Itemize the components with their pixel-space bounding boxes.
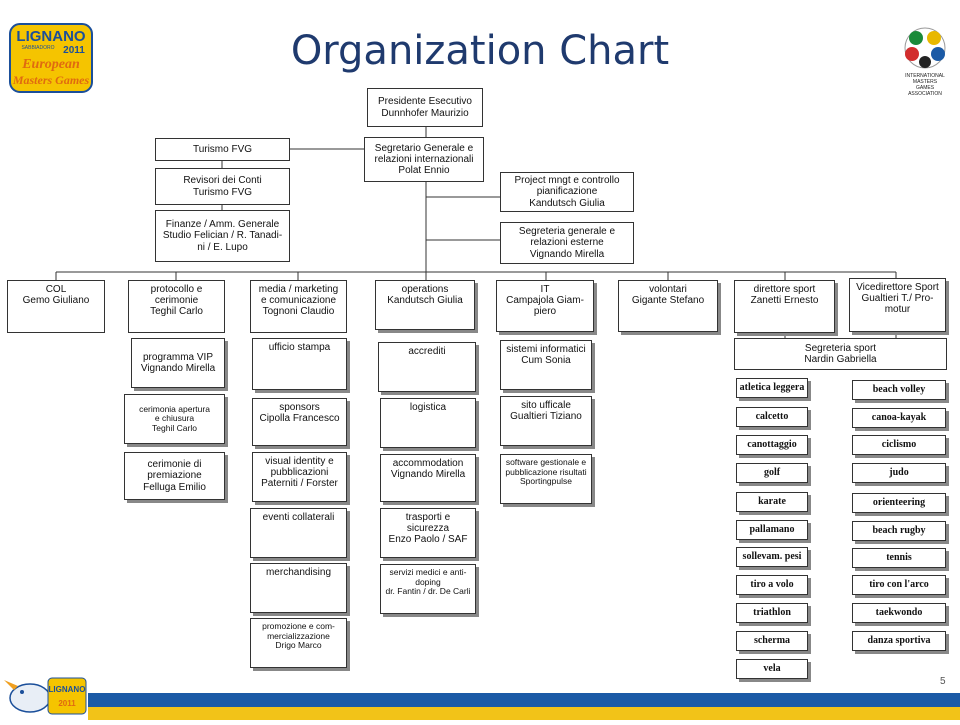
box-trasporti: trasporti e sicurezza Enzo Paolo / SAF	[380, 508, 476, 558]
box-media: media / marketing e comunicazione Tognon…	[250, 280, 347, 333]
sport-right-box-0: beach volley	[852, 380, 946, 400]
box-servizi-medici: servizi medici e anti- doping dr. Fantin…	[380, 564, 476, 614]
logo-left-line1: LIGNANO	[16, 28, 85, 45]
sport-left-box-6: sollevam. pesi	[736, 547, 808, 567]
logo-left-line2: SABBIADORO	[21, 45, 54, 51]
box-accrediti: accrediti	[378, 342, 476, 392]
imga-logo: INTERNATIONAL MASTERS GAMES ASSOCIATION	[896, 24, 954, 104]
box-cerimonie-premiazione: cerimonie di premiazione Felluga Emilio	[124, 452, 225, 500]
sport-right-box-4: orienteering	[852, 493, 946, 513]
logo-bottom-line2: 2011	[58, 699, 76, 708]
sport-left-box-3: golf	[736, 463, 808, 483]
box-revisori: Revisori dei Conti Turismo FVG	[155, 168, 290, 205]
box-logistica: logistica	[380, 398, 476, 448]
logo-bottom-line1: LIGNANO	[49, 685, 86, 694]
sport-left-box-8: triathlon	[736, 603, 808, 623]
sport-left-box-4: karate	[736, 492, 808, 512]
box-sistemi-informatici: sistemi informatici Cum Sonia	[500, 340, 592, 390]
box-col: COL Gemo Giuliano	[7, 280, 105, 333]
logo-right-line4: ASSOCIATION	[908, 91, 942, 97]
sport-left-box-7: tiro a volo	[736, 575, 808, 595]
box-turismo: Turismo FVG	[155, 138, 290, 161]
lignano-mascot-logo: LIGNANO 2011	[0, 668, 88, 720]
box-eventi-collaterali: eventi collaterali	[250, 508, 347, 558]
box-ufficio-stampa: ufficio stampa	[252, 338, 347, 390]
sport-right-box-6: tennis	[852, 548, 946, 568]
box-it: IT Campajola Giam- piero	[496, 280, 594, 332]
logo-left-line4: European	[21, 57, 80, 72]
box-promozione: promozione e com- mercializzazione Drigo…	[250, 618, 347, 668]
box-segreteria-sport: Segreteria sport Nardin Gabriella	[734, 338, 947, 370]
sport-left-box-2: canottaggio	[736, 435, 808, 455]
footer-blue-stripe	[0, 693, 960, 707]
sport-left-box-10: vela	[736, 659, 808, 679]
sport-right-box-8: taekwondo	[852, 603, 946, 623]
sport-left-box-1: calcetto	[736, 407, 808, 427]
box-finanze: Finanze / Amm. Generale Studio Felician …	[155, 210, 290, 262]
page-title: Organization Chart	[290, 28, 670, 74]
sport-right-box-3: judo	[852, 463, 946, 483]
lignano-logo: LIGNANO SABBIADORO 2011 European Masters…	[8, 22, 94, 94]
sport-right-box-1: canoa-kayak	[852, 408, 946, 428]
box-sito-ufficiale: sito ufficale Gualtieri Tiziano	[500, 396, 592, 446]
logo-left-line3: 2011	[63, 45, 85, 56]
sport-right-box-9: danza sportiva	[852, 631, 946, 651]
box-visual-identity: visual identity e pubblicazioni Paternit…	[252, 452, 347, 502]
box-software-gestionale: software gestionale e pubblicazione risu…	[500, 454, 592, 504]
box-segreteria-generale: Segreteria generale e relazioni esterne …	[500, 222, 634, 264]
box-direttore: direttore sport Zanetti Ernesto	[734, 280, 835, 333]
logo-right-line1: INTERNATIONAL	[905, 73, 945, 79]
sport-right-box-5: beach rugby	[852, 521, 946, 541]
box-volontari: volontari Gigante Stefano	[618, 280, 718, 332]
box-protocollo: protocollo e cerimonie Teghil Carlo	[128, 280, 225, 333]
footer-yellow-stripe	[0, 707, 960, 720]
box-accommodation: accommodation Vignando Mirella	[380, 454, 476, 502]
sport-left-box-0: atletica leggera	[736, 378, 808, 398]
box-segretario: Segretario Generale e relazioni internaz…	[364, 137, 484, 182]
box-sponsors: sponsors Cipolla Francesco	[252, 398, 347, 446]
page-number: 5	[940, 676, 946, 687]
sport-right-box-2: ciclismo	[852, 435, 946, 455]
logo-right-line3: GAMES	[916, 85, 935, 91]
sport-right-box-7: tiro con l'arco	[852, 575, 946, 595]
sport-left-box-5: pallamano	[736, 520, 808, 540]
box-operations: operations Kandutsch Giulia	[375, 280, 475, 330]
box-vicedirettore: Vicedirettore Sport Gualtieri T./ Pro- m…	[849, 278, 946, 332]
logo-left-line5: Masters Games	[12, 73, 90, 87]
sport-left-box-9: scherma	[736, 631, 808, 651]
box-project: Project mngt e controllo pianificazione …	[500, 172, 634, 212]
box-merchandising: merchandising	[250, 563, 347, 613]
box-programma-vip: programma VIP Vignando Mirella	[131, 338, 225, 388]
box-presidente: Presidente Esecutivo Dunnhofer Maurizio	[367, 88, 483, 127]
logo-right-line2: MASTERS	[913, 79, 938, 85]
box-cerimonia-apertura: cerimonia apertura e chiusura Teghil Car…	[124, 394, 225, 444]
